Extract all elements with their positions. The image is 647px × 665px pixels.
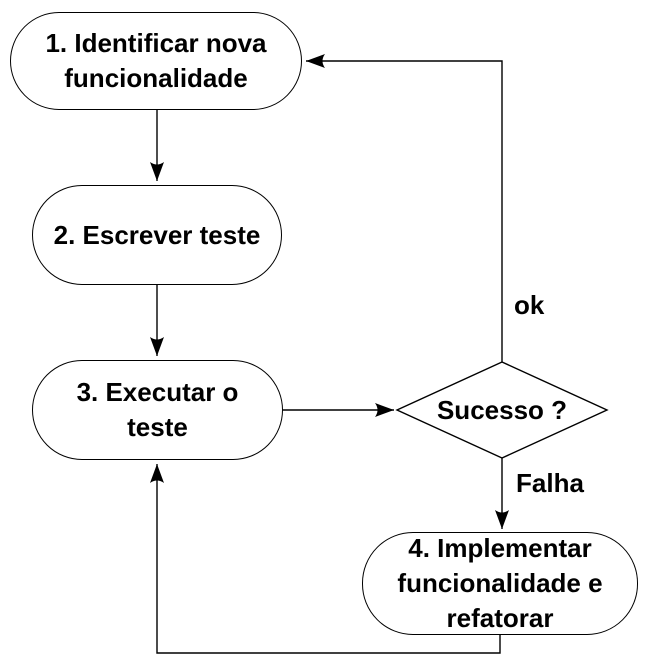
node-write-test: 2. Escrever teste: [32, 185, 282, 285]
decision-success: Sucesso ?: [397, 362, 607, 458]
node-write-test-label: 2. Escrever teste: [53, 219, 261, 250]
edge-label-falha: Falha: [516, 468, 584, 498]
edge-label-ok: ok: [514, 290, 545, 320]
arrow-decision-ok-to-step1: [306, 54, 503, 362]
node-run-test: 3. Executar o teste: [32, 360, 283, 460]
decision-success-label: Sucesso ?: [436, 394, 568, 425]
node-run-test-label: 3. Executar o teste: [76, 377, 239, 442]
node-identify-feature-label: 1. Identificar nova funcionalidade: [45, 28, 267, 93]
node-identify-feature: 1. Identificar nova funcionalidade: [10, 12, 302, 110]
node-implement-refactor: 4. Implementar funcionalidade e refatora…: [362, 532, 638, 635]
arrow-step4-to-step3: [150, 464, 501, 654]
node-implement-refactor-label: 4. Implementar funcionalidade e refatora…: [397, 533, 603, 633]
decision-diamond-shape: [395, 361, 609, 459]
